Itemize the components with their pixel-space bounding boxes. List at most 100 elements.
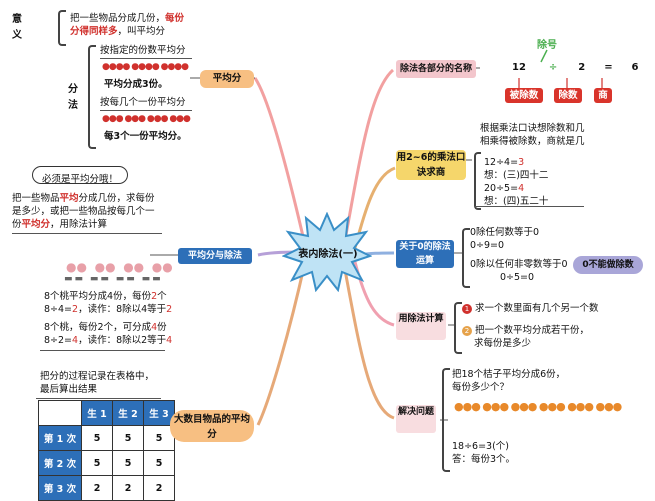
fenfa-2-result: 每3个一份平均分。 xyxy=(104,131,187,142)
peach-plates: ●● ●● ●● ●● xyxy=(66,260,173,274)
eq-quotient: 6 xyxy=(631,62,639,73)
fruit-icon: ●●● xyxy=(124,114,146,124)
solve-answer: 18÷6=3(个)答：每份3个。 xyxy=(452,441,516,465)
mult-underline xyxy=(474,206,584,207)
eq-divisor: 2 xyxy=(578,62,586,73)
plate-underline-row: ▬▬ ▬▬ ▬▬ ▬▬ xyxy=(64,274,163,284)
table-cell: 5 xyxy=(112,450,144,476)
use-item-2: 2 把一个数平均分成若干份，求每份是多少 xyxy=(462,324,589,350)
node-mult-quotient: 用2~6的乘法口诀求商 xyxy=(396,150,466,180)
number-2-icon: 2 xyxy=(462,326,472,336)
solve-bracket xyxy=(442,368,450,472)
node-use-division: 用除法计算 xyxy=(396,312,446,340)
table-row: 第 3 次 2 2 2 xyxy=(38,475,175,501)
must-note-bubble: 必须是平均分哦！ xyxy=(32,166,128,185)
fenfa-1-underline xyxy=(100,58,192,59)
orange-icon: ●●● xyxy=(510,400,538,413)
fruit-row-2: ●●● ●●● ●●● ●●● xyxy=(102,114,191,124)
row-header: 第 1 次 xyxy=(38,425,82,451)
node-solve: 解决问题 xyxy=(396,405,436,433)
fruit-icon: ●●●● xyxy=(131,62,159,72)
node-zero-division: 关于0的除法运算 xyxy=(396,240,454,268)
yiyi-text: 把一些物品分成几份，每份 分得同样多，叫平均分 xyxy=(70,13,185,37)
label-quotient: 商 xyxy=(594,88,612,103)
example-2: 8个桃，每份2个，可分成4份 8÷2=4，读作：8除以2等于4 xyxy=(44,322,173,346)
fenfa-bracket xyxy=(88,45,96,149)
fenfa-1-text: 按指定的份数平均分 xyxy=(100,45,186,56)
example-underline xyxy=(40,350,165,351)
fruit-icon: ●●● xyxy=(102,114,124,124)
orange-row: ●●● ●●● ●●● ●●● ●●● ●●● xyxy=(454,400,622,413)
example-1: 8个桃平均分成4份，每份2个 8÷4=2，读作：8除以4等于2 xyxy=(44,291,173,315)
fruit-icon: ●●●● xyxy=(160,62,189,72)
table-header: 生 3 xyxy=(143,400,175,426)
solve-question: 把18个桔子平均分成6份，每份多少个？ xyxy=(452,369,566,393)
eq-dividend: 12 xyxy=(512,62,526,73)
yiyi-bracket xyxy=(58,10,66,46)
record-underline xyxy=(36,398,161,399)
fenfa-2-text: 按每几个一份平均分 xyxy=(100,97,186,108)
fenfa-label: 分法 xyxy=(68,84,78,111)
table-cell: 2 xyxy=(112,475,144,501)
table-cell: 5 xyxy=(143,450,175,476)
fenfa-2-underline xyxy=(100,110,192,111)
table-header: 生 2 xyxy=(112,400,144,426)
peach-icon: ●● xyxy=(151,260,173,274)
table-row: 第 1 次 5 5 5 xyxy=(38,425,175,451)
yiyi-label: 意义 xyxy=(12,14,22,41)
fruit-icon: ●●● xyxy=(146,114,169,124)
node-pingjunfen: 平均分 xyxy=(200,70,254,88)
orange-icon: ●●● xyxy=(595,400,622,413)
equation-row: 12 ÷ 2 = 6 xyxy=(512,62,639,73)
table-corner xyxy=(38,400,82,426)
table-row: 第 2 次 5 5 5 xyxy=(38,450,175,476)
fenfa-1-result: 平均分成3份。 xyxy=(104,79,168,90)
center-title: 表内除法(一) xyxy=(298,249,358,260)
mult-examples: 12÷4=3 想：(三)四十二 20÷5=4 想：(四)五二十 xyxy=(484,157,549,207)
eq-equals: = xyxy=(604,62,613,73)
peach-icon: ●● xyxy=(123,260,145,274)
orange-icon: ●●● xyxy=(567,400,594,413)
mult-text: 根据乘法口诀想除数和几相乘得被除数，商就是几 xyxy=(480,123,585,147)
division-meaning-text: 把一些物品平均分成几份，求每份 是多少，或把一些物品按每几个一 份平均分，用除法… xyxy=(12,193,155,230)
table-header: 生 1 xyxy=(81,400,113,426)
node-big-number: 大数目物品的平均分 xyxy=(170,410,254,442)
table-cell: 5 xyxy=(81,425,113,451)
use-bracket xyxy=(454,302,462,354)
peach-icon: ●● xyxy=(66,260,87,274)
fruit-icon: ●●●● xyxy=(102,62,130,72)
table-cell: 5 xyxy=(112,425,144,451)
record-text: 把分的过程记录在表格中，最后算出结果 xyxy=(40,371,155,395)
distribution-table: 生 1 生 2 生 3 第 1 次 5 5 5 第 2 次 5 5 5 第 3 … xyxy=(38,400,175,501)
row-header: 第 3 次 xyxy=(38,475,82,501)
division-meaning-underline xyxy=(12,233,162,234)
must-note-text: 必须是平均分哦！ xyxy=(41,174,118,185)
row-header: 第 2 次 xyxy=(38,450,82,476)
center-burst-shape xyxy=(282,212,372,292)
table-cell: 5 xyxy=(81,450,113,476)
orange-icon: ●●● xyxy=(482,400,509,413)
table-cell: 2 xyxy=(81,475,113,501)
fruit-icon: ●●● xyxy=(169,114,191,124)
peach-icon: ●● xyxy=(94,260,116,274)
table-cell: 5 xyxy=(143,425,175,451)
orange-icon: ●●● xyxy=(538,400,566,413)
node-pjf-division: 平均分与除法 xyxy=(178,248,252,264)
divisor-sign-label: 除号 xyxy=(537,40,557,51)
eq-op: ÷ xyxy=(548,62,558,73)
mult-bracket xyxy=(474,152,481,210)
number-1-icon: 1 xyxy=(462,304,472,314)
table-header-row: 生 1 生 2 生 3 xyxy=(38,400,175,426)
divisor-sign-arrow xyxy=(540,49,548,63)
table-cell: 2 xyxy=(143,475,175,501)
zero-warning-tag: 0不能做除数 xyxy=(573,256,643,274)
orange-icon: ●●● xyxy=(454,400,481,413)
use-item-1: 1 求一个数里面有几个另一个数 xyxy=(462,302,599,315)
fruit-row-1: ●●●● ●●●● ●●●● xyxy=(102,62,189,72)
zero-bracket xyxy=(462,228,470,288)
label-divisor: 除数 xyxy=(554,88,582,103)
label-dividend: 被除数 xyxy=(505,88,543,103)
node-division-parts: 除法各部分的名称 xyxy=(396,60,476,78)
